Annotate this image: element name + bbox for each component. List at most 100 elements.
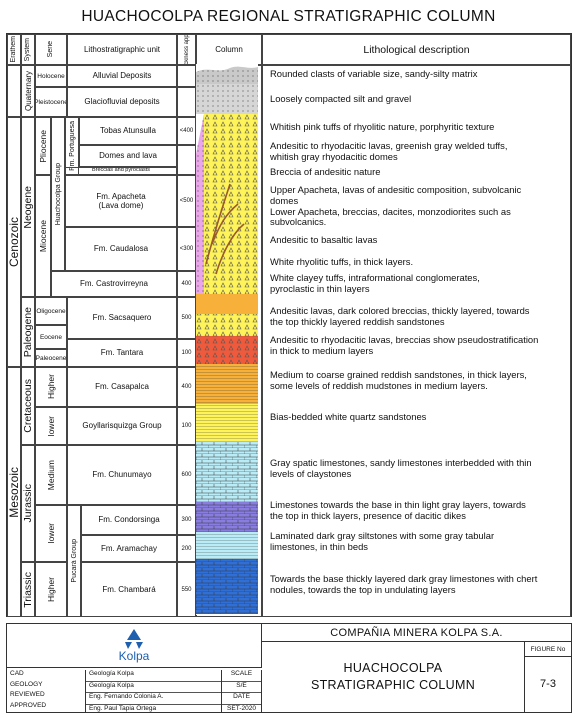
- serie-cretaceous-lower: lower: [35, 407, 67, 445]
- thickness-cell: [177, 145, 196, 175]
- thickness-cell: 100: [177, 339, 196, 367]
- erathem-mesozoic: Mesozoic: [7, 367, 21, 617]
- stratigraphic-table: Erathem System Serie Lithostratigraphic …: [6, 33, 572, 617]
- scale-date-column: SCALE S/E DATE SET-2020: [221, 670, 262, 712]
- thickness-cell: 200: [177, 535, 196, 562]
- thickness-cell: 400: [177, 271, 196, 297]
- group-pucara: Pucará Group: [67, 505, 81, 617]
- description-alluvial: Rounded clasts of variable size, sandy-s…: [270, 68, 478, 79]
- person-name: Geología Kolpa: [86, 670, 221, 682]
- role-label: CAD: [10, 670, 24, 677]
- thickness-cell: 100: [177, 407, 196, 445]
- description-sacsaquero: Andesitic lavas, dark colored breccias, …: [270, 305, 530, 327]
- header-column: Column: [196, 34, 262, 65]
- serie-paleocene: Paleocene: [35, 349, 67, 367]
- figure-number: 7-3: [540, 678, 556, 690]
- person-name: Geología Kolpa: [86, 682, 221, 693]
- thickness-cell: 300: [177, 505, 196, 535]
- unit-fm-caudalosa: Fm. Caudalosa: [65, 227, 177, 271]
- description-apacheta: Upper Apacheta, lavas of andesitic compo…: [270, 184, 522, 228]
- date-value: SET-2020: [227, 704, 256, 712]
- unit-fm-apacheta: Fm. Apacheta (Lava dome): [65, 175, 177, 227]
- description-domes-and-lava: Andesitic to rhyodacitic lavas, greenish…: [270, 140, 508, 162]
- company-name: COMPAÑIA MINERA KOLPA S.A.: [262, 624, 571, 642]
- drawing-title-line2: STRATIGRAPHIC COLUMN: [310, 678, 476, 692]
- role-label: APPROVED: [10, 701, 47, 709]
- title-block: Kolpa COMPAÑIA MINERA KOLPA S.A. CAD GEO…: [6, 623, 572, 713]
- description-caudalosa: Andesitic to basaltic lavas White rhyoli…: [270, 234, 414, 267]
- figure-title: HUACHOCOLPA REGIONAL STRATIGRAPHIC COLUM…: [81, 8, 496, 25]
- system-quaternary: Quaternary: [21, 65, 35, 117]
- description-goyllarisquizga: Bias-bedded white quartz sandstones: [270, 411, 427, 422]
- system-cretaceous: Cretaceous: [21, 367, 35, 445]
- unit-fm-chambara: Fm. Chambará: [81, 562, 177, 617]
- layer-sacsaquero-lower: [196, 294, 258, 314]
- system-paleogene: Paleogene: [21, 297, 35, 367]
- serie-jurassic-lower: lower: [35, 505, 67, 562]
- unit-fm-condorsinga: Fm. Condorsinga: [81, 505, 177, 535]
- names-column: Geología Kolpa Geología Kolpa Eng. Ferna…: [85, 670, 221, 712]
- description-aramachay: Laminated dark gray siltstones with some…: [270, 530, 495, 552]
- erathem-cenozoic: Cenozoic: [7, 117, 21, 367]
- description-tobas-atunsulla: Whitish pink tuffs of rhyolitic nature, …: [270, 121, 495, 132]
- serie-oligocene: Oligocene: [35, 297, 67, 325]
- description-glaciofluvial: Loosely compacted silt and gravel: [270, 93, 412, 104]
- unit-goyllarisquizga-group: Goyllarisquizga Group: [67, 407, 177, 445]
- serie-pliocene: Pliocene: [35, 117, 51, 175]
- unit-fm-aramachay: Fm. Aramachay: [81, 535, 177, 562]
- thickness-cell: <400: [177, 117, 196, 145]
- serie-pleistocene: Pleistocene: [35, 87, 67, 117]
- unit-glaciofluvial-deposits: Glaciofluvial deposits: [67, 87, 177, 117]
- unit-fm-castrovirreyna: Fm. Castrovirreyna: [51, 271, 177, 297]
- header-lithostratigraphic-unit: Lithostratigraphic unit: [67, 34, 177, 65]
- scale-label: SCALE: [222, 670, 261, 682]
- person-name: Eng. Paul Tapia Ortega: [89, 704, 157, 712]
- drawing-title-line1: HUACHOCOLPA: [343, 661, 443, 675]
- figure-number-box: FIGURE No 7-3: [524, 642, 571, 712]
- header-serie: Serie: [35, 34, 67, 65]
- logo-text: Kolpa: [118, 649, 150, 663]
- system-triassic: Triassic: [21, 562, 35, 617]
- unit-fm-chunumayo: Fm. Chunumayo: [67, 445, 177, 505]
- erathem-quaternary-block: [7, 65, 21, 117]
- thickness-cell: 600: [177, 445, 196, 505]
- logo-area: Kolpa: [7, 624, 262, 668]
- unit-tobas-atunsulla: Tobas Atunsulla: [79, 117, 177, 145]
- thickness-cell: 550: [177, 562, 196, 617]
- description-chambara: Towards the base thickly layered dark gr…: [270, 573, 538, 595]
- description-condorsinga: Limestones towards the base in thin ligh…: [270, 499, 526, 521]
- unit-domes-and-lava: Domes and lava: [79, 145, 177, 167]
- serie-cretaceous-higher: Higher: [35, 367, 67, 407]
- serie-holocene: Holocene: [35, 65, 67, 87]
- description-cell: [262, 65, 571, 617]
- serie-miocene: Miocene: [35, 175, 51, 297]
- thickness-cell: <500: [177, 175, 196, 227]
- unit-fm-tantara: Fm. Tantara: [67, 339, 177, 367]
- header-system: System: [21, 34, 35, 65]
- figure-label: FIGURE No: [525, 642, 571, 657]
- description-tantara: Andesitic to rhyodacitic lavas, breccias…: [270, 334, 539, 356]
- header-thickness: Thickness approx: [177, 34, 196, 65]
- description-casapalca: Medium to coarse grained reddish sandsto…: [270, 369, 527, 391]
- person-name: Eng. Fernando Colonia A.: [86, 693, 221, 705]
- unit-fm-casapalca: Fm. Casapalca: [67, 367, 177, 407]
- date-label: DATE: [222, 693, 261, 705]
- thickness-cell: 400: [177, 367, 196, 407]
- roles-column: CAD GEOLOGY REVIEWED APPROVED: [7, 670, 85, 712]
- scale-value: S/E: [222, 682, 261, 693]
- serie-eocene: Eocene: [35, 325, 67, 349]
- kolpa-logo-icon: [125, 629, 143, 649]
- thickness-cell: 500: [177, 297, 196, 339]
- serie-jurassic-medium: Medium: [35, 445, 67, 505]
- header-lithological-description: Lithological description: [262, 34, 571, 65]
- description-chunumayo: Gray spatic limestones, sandy limestones…: [270, 457, 532, 479]
- description-castrovirreyna: White clayey tuffs, intraformational con…: [270, 272, 480, 294]
- role-label: GEOLOGY: [10, 680, 43, 688]
- header-erathem: Erathem: [7, 34, 21, 65]
- drawing-title: HUACHOCOLPA STRATIGRAPHIC COLUMN: [262, 642, 524, 712]
- role-label: REVIEWED: [10, 691, 45, 698]
- group-huachocolpa: Huachocolpa Group: [51, 117, 65, 271]
- thickness-cell: [177, 65, 196, 87]
- unit-alluvial-deposits: Alluvial Deposits: [67, 65, 177, 87]
